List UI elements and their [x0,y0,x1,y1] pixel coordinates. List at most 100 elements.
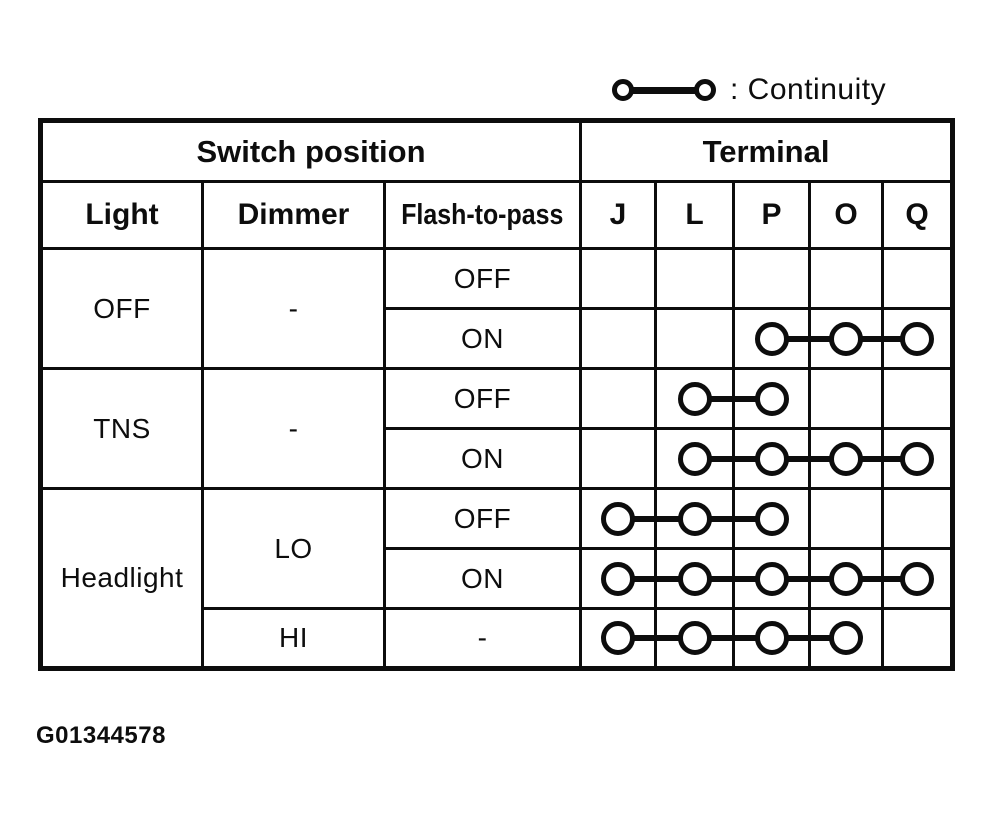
cell-terminal-p [732,607,811,670]
continuity-link [860,335,880,342]
continuity-link [860,575,880,582]
continuity-link [812,575,832,582]
continuity-link [812,635,832,641]
continuity-circle-icon [754,501,789,536]
continuity-link [885,575,904,582]
continuity-link [785,635,807,641]
continuity-link [885,455,904,462]
continuity-link [785,335,807,342]
cell-flash-to-pass: ON [383,307,582,370]
cell-terminal-q [880,307,955,370]
cell-flash-to-pass: ON [383,547,582,610]
cell-dimmer: LO [201,487,386,610]
continuity-link [860,455,880,462]
continuity-circle-icon [754,381,789,416]
continuity-circle-icon [900,441,935,476]
continuity-link [658,515,681,522]
header-light: Light [39,180,204,250]
cell-terminal-o [808,607,884,670]
cell-terminal-j [579,427,657,490]
cell-terminal-p [732,487,811,550]
continuity-link [632,515,653,522]
header-switch-position: Switch position [39,119,582,183]
continuity-circle-icon [612,79,634,101]
cell-terminal-l [654,247,735,310]
table-row: TNS-OFF [39,367,955,490]
table-row: ON [41,547,955,610]
cell-terminal-l [654,307,735,370]
legend-label: : Continuity [730,73,887,106]
continuity-link [708,515,731,522]
cell-terminal-l [654,547,735,610]
continuity-link [785,455,807,462]
continuity-circle-icon [829,561,863,596]
cell-terminal-l [654,607,735,670]
cell-terminal-o [808,247,884,310]
cell-terminal-j [579,307,657,370]
table-row: HI- [41,607,955,670]
continuity-link [708,635,731,641]
continuity-circle-icon [900,321,935,356]
cell-terminal-o [808,307,884,370]
cell-terminal-p [732,427,811,490]
cell-terminal-p [732,547,811,610]
header-dimmer: Dimmer [201,180,386,250]
cell-terminal-q [880,247,955,310]
cell-terminal-j [579,487,657,550]
continuity-circle-icon [677,621,712,655]
header-terminal-o: O [808,180,884,250]
cell-light: TNS [39,367,204,490]
continuity-link [736,455,758,462]
cell-flash-to-pass: ON [383,427,582,490]
continuity-link [736,575,758,582]
cell-light: OFF [39,247,204,370]
cell-terminal-l [654,367,735,430]
continuity-link [885,335,904,342]
continuity-circle-icon [754,441,789,476]
cell-terminal-q [880,547,955,610]
cell-terminal-j [579,367,657,430]
continuity-link [812,335,832,342]
continuity-circle-icon [677,561,712,596]
table-row: ON [41,427,955,490]
table-group-header-row: Switch position Terminal [39,119,955,183]
continuity-circle-icon [829,441,863,476]
cell-flash-to-pass: OFF [383,487,582,550]
cell-terminal-q [880,607,955,670]
cell-dimmer: - [201,247,386,370]
continuity-circle-icon [900,561,935,596]
table-row: ON [41,307,955,370]
cell-terminal-j [579,607,657,670]
cell-terminal-j [579,247,657,310]
header-terminal: Terminal [578,119,955,183]
legend: : Continuity [612,70,886,110]
figure-code: G01344578 [36,722,166,749]
table-column-header-row: Light Dimmer Flash-to-pass J L P O Q [39,180,955,250]
cell-terminal-p [732,367,811,430]
cell-light: Headlight [39,487,204,670]
continuity-link [708,455,731,462]
continuity-circle-icon [601,621,635,655]
continuity-link [736,515,758,522]
continuity-circle-icon [754,321,789,356]
cell-terminal-o [808,487,884,550]
continuity-circle-icon [754,561,789,596]
header-terminal-p: P [732,180,811,250]
cell-dimmer: - [201,367,386,490]
continuity-circle-icon [677,501,712,536]
continuity-link [632,635,653,641]
header-terminal-l: L [654,180,735,250]
continuity-link [736,395,758,402]
continuity-link [785,575,807,582]
cell-terminal-l [654,427,735,490]
header-flash-to-pass: Flash-to-pass [383,180,582,250]
header-terminal-j: J [579,180,657,250]
table-row: OFF-OFF [39,247,955,370]
cell-terminal-q [880,367,955,430]
cell-terminal-o [808,547,884,610]
continuity-circle-icon [694,79,716,101]
cell-dimmer: HI [201,607,386,670]
